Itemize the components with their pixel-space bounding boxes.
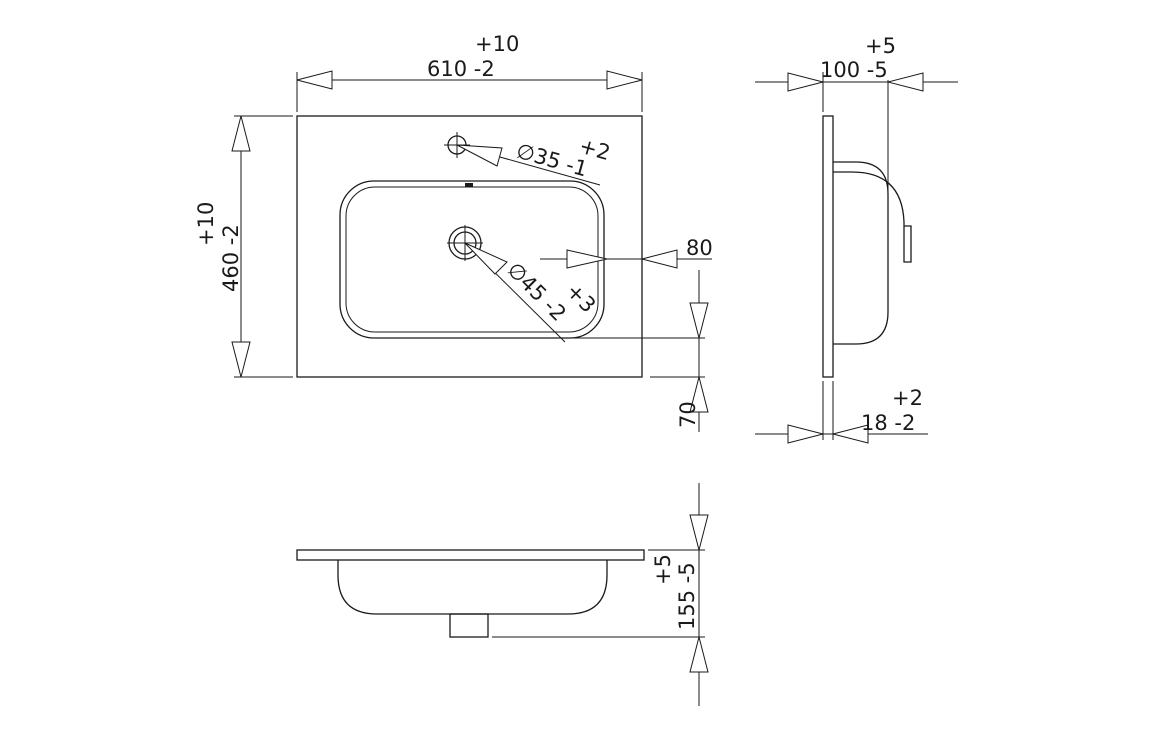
tap-hole-value: ∅35 -1: [514, 139, 590, 182]
dim-height: +10 460 -2: [194, 115, 293, 378]
front-bowl: [337, 560, 608, 615]
width-value: 610 -2: [427, 57, 495, 81]
bowl-height-tol: +5: [651, 554, 675, 585]
front-waste: [449, 613, 489, 638]
front-view: [296, 549, 645, 638]
height-value: 460 -2: [219, 224, 243, 292]
side-slab: [822, 115, 834, 378]
thickness-value: 18 -2: [861, 411, 915, 435]
dim-bowl-height: +5 155 -5: [492, 483, 709, 706]
dim-tap-hole: ∅35 -1 +2: [456, 134, 613, 186]
dim-bowl-front: 70: [564, 270, 709, 432]
bowl-front-value: 70: [676, 401, 700, 428]
front-slab: [296, 549, 645, 561]
side-overflow-pipe: [833, 171, 912, 263]
dim-width: +10 610 -2: [296, 32, 643, 112]
height-tol: +10: [194, 202, 218, 246]
dim-side-depth: +5 100 -5: [755, 34, 958, 112]
width-tol: +10: [475, 32, 519, 56]
waste-offset-value: 80: [686, 236, 713, 260]
side-bowl: [833, 161, 889, 345]
side-view: [822, 80, 912, 378]
bowl-height-value: 155 -5: [675, 562, 699, 630]
waste-hole-value: ∅45 -2: [502, 258, 570, 326]
thickness-tol: +2: [892, 386, 923, 410]
side-depth-tol: +5: [865, 34, 896, 58]
dim-thickness: +2 18 -2: [755, 381, 928, 444]
overflow-slot: [465, 183, 473, 187]
dim-waste-offset: 80: [540, 236, 713, 300]
side-depth-value: 100 -5: [820, 58, 888, 82]
